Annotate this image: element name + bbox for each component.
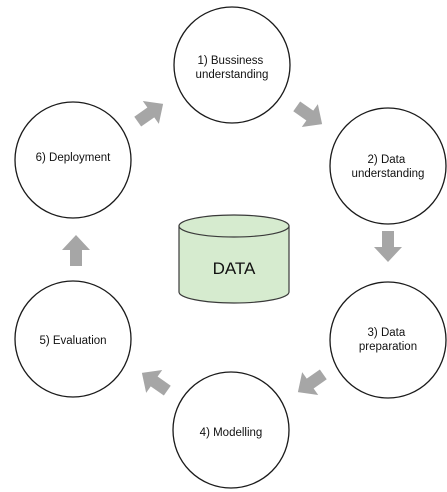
stage-circle <box>329 281 447 399</box>
flow-arrow-icon <box>374 231 402 262</box>
stage-label: 6) Deployment <box>36 152 112 164</box>
flow-arrow-icon <box>289 362 332 404</box>
stage-label: 1) Bussiness understanding <box>196 55 269 81</box>
flow-arrow-icon <box>288 94 331 136</box>
stage-circle <box>329 107 447 225</box>
stage-circle <box>14 280 132 398</box>
stage-label: 4) Modelling <box>200 427 263 439</box>
flow-arrow-icon <box>62 235 90 266</box>
database-body-shape <box>178 226 290 304</box>
stage-modelling: 4) Modelling <box>172 371 290 489</box>
database-label: DATA <box>213 259 256 278</box>
stage-circle <box>14 101 132 219</box>
stage-evaluation: 5) Evaluation <box>14 280 132 398</box>
stage-circle <box>173 6 291 124</box>
flow-arrow-icon <box>129 92 172 134</box>
stage-data-understanding: 2) Data understanding <box>329 107 447 225</box>
stage-circle <box>172 371 290 489</box>
stage-label: 3) Data preparation <box>359 327 417 353</box>
flow-arrow-icon <box>133 361 176 403</box>
stage-data-preparation: 3) Data preparation <box>329 281 447 399</box>
stage-business-understanding: 1) Bussiness understanding <box>173 6 291 124</box>
data-store: DATA <box>178 214 290 304</box>
stage-deployment: 6) Deployment <box>14 101 132 219</box>
stage-label: 2) Data understanding <box>352 154 425 180</box>
database-top-shape <box>178 214 290 238</box>
stage-label: 5) Evaluation <box>39 335 106 347</box>
